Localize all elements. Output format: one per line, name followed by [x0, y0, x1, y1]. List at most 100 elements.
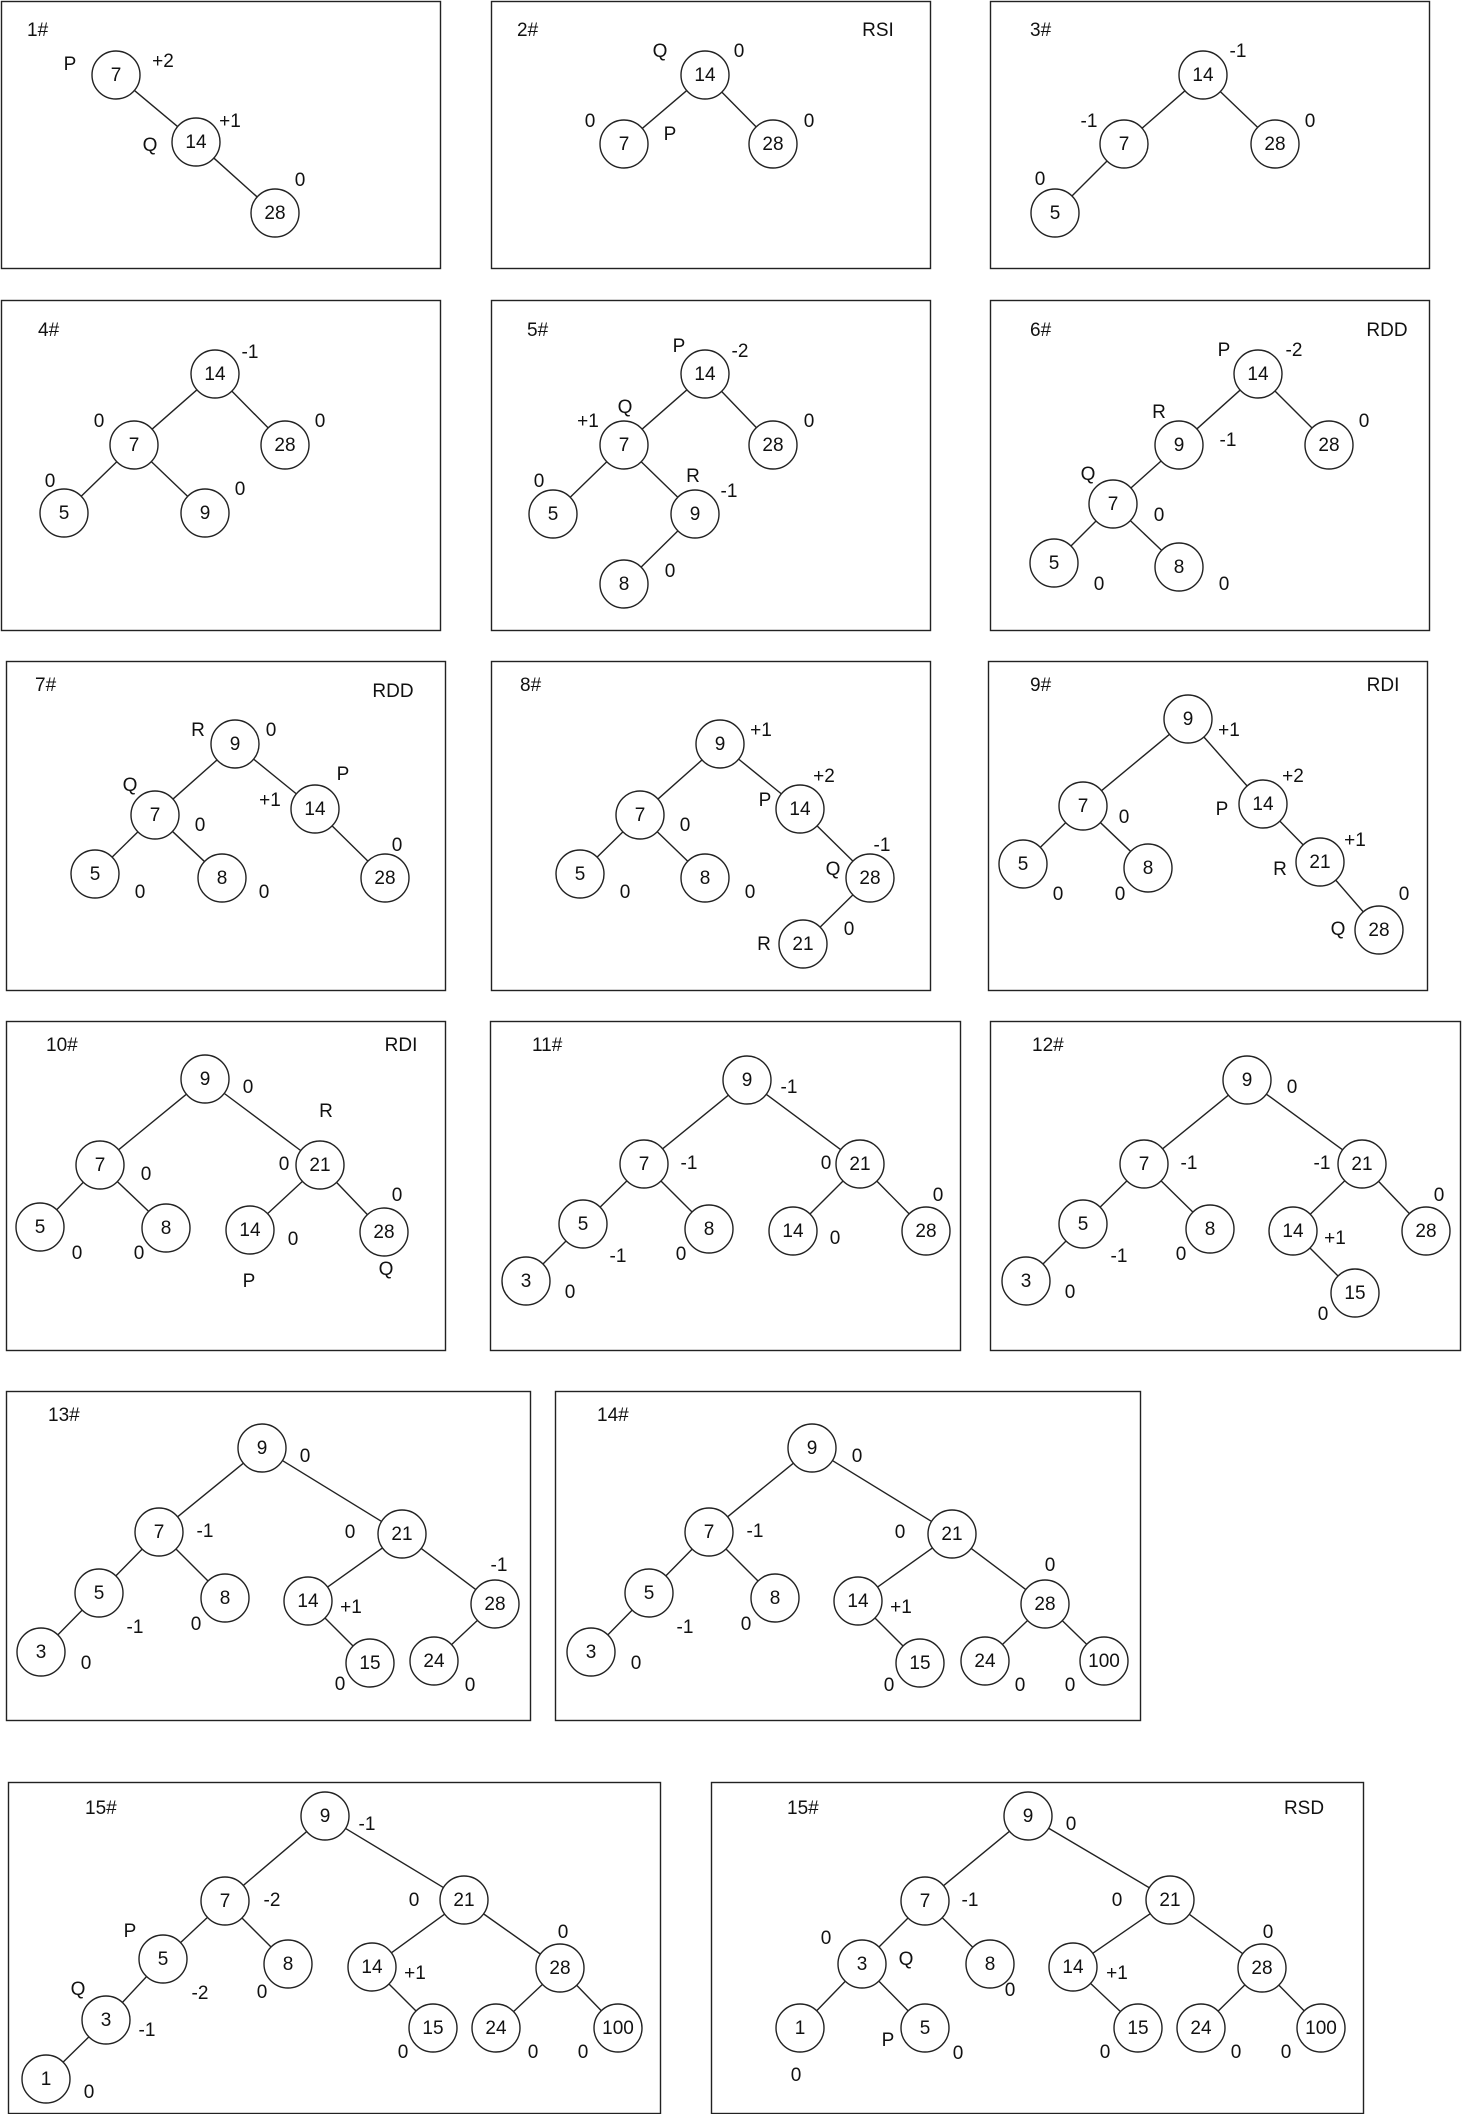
- balance-factor: 0: [680, 815, 691, 836]
- node-key: 7: [619, 435, 630, 456]
- tree-edge: [175, 1548, 209, 1582]
- node-key: 5: [1078, 1214, 1089, 1235]
- balance-factor: 0: [465, 1675, 476, 1696]
- balance-factor: 0: [409, 1890, 420, 1911]
- node-key: 8: [704, 1219, 715, 1240]
- tree-edge: [1265, 1093, 1344, 1151]
- tree-node-3: [1001, 1256, 1051, 1306]
- panel-title: 15#: [85, 1798, 117, 1819]
- tree-edge: [640, 530, 679, 568]
- node-key: 5: [35, 1217, 46, 1238]
- node-key: 3: [1021, 1271, 1032, 1292]
- tree-edge: [121, 1976, 148, 2003]
- node-key: 28: [484, 1594, 505, 1615]
- node-key: 8: [700, 868, 711, 889]
- tree-edge: [725, 1548, 759, 1582]
- pointer-mark: Q: [71, 1979, 86, 2000]
- tree-edge: [1099, 1180, 1128, 1208]
- panel-title: 10#: [46, 1035, 78, 1056]
- panel-title: 4#: [38, 320, 60, 341]
- balance-factor: 0: [895, 1522, 906, 1543]
- tree-edge: [819, 894, 854, 928]
- tree-node-28: [1250, 119, 1300, 169]
- tree-edge: [1101, 733, 1170, 792]
- balance-factor: 0: [1053, 884, 1064, 905]
- node-key: 8: [985, 1954, 996, 1975]
- node-key: 28: [373, 1222, 394, 1243]
- tree-edge: [80, 461, 118, 497]
- pointer-mark: Q: [123, 775, 138, 796]
- balance-factor: 0: [1176, 1244, 1187, 1265]
- node-key: 7: [154, 1522, 165, 1543]
- tree-node-28: [360, 853, 410, 903]
- tree-edge: [878, 1917, 909, 1948]
- balance-factor: 0: [844, 919, 855, 940]
- node-key: 1: [41, 2069, 52, 2090]
- balance-factor: 0: [72, 1243, 83, 1264]
- tree-edge: [420, 1547, 477, 1591]
- node-key: 9: [690, 504, 701, 525]
- node-key: 14: [304, 799, 326, 820]
- pointer-mark: Q: [143, 135, 158, 156]
- tree-node-15: [1330, 1268, 1380, 1318]
- balance-factor: 0: [243, 1077, 254, 1098]
- node-key: 8: [283, 1954, 294, 1975]
- node-key: 7: [1139, 1154, 1150, 1175]
- tree-node-100: [1296, 2003, 1346, 2053]
- tree-node-5: [15, 1202, 65, 1252]
- node-key: 7: [129, 435, 140, 456]
- balance-factor: 0: [398, 2042, 409, 2063]
- tree-edge: [116, 1181, 150, 1212]
- pointer-mark: Q: [379, 1259, 394, 1280]
- tree-node-9: [787, 1423, 837, 1473]
- node-key: 24: [485, 2018, 507, 2039]
- tree-edge: [177, 1462, 244, 1518]
- tree-node-21: [835, 1139, 885, 1189]
- node-key: 15: [909, 1653, 930, 1674]
- node-key: 9: [320, 1806, 331, 1827]
- balance-factor: 0: [1100, 2042, 1111, 2063]
- balance-factor: 0: [195, 815, 206, 836]
- panel-title: 5#: [527, 320, 549, 341]
- tree-node-7: [615, 790, 665, 840]
- pointer-mark: R: [191, 720, 205, 741]
- pointer-mark: P: [664, 124, 677, 145]
- tree-node-28: [845, 853, 895, 903]
- tree-edge: [599, 1180, 628, 1208]
- tree-node-8: [1123, 843, 1173, 893]
- tree-node-5: [558, 1199, 608, 1249]
- tree-edge: [242, 1831, 308, 1886]
- tree-node-8: [200, 1573, 250, 1623]
- tree-edge: [1129, 520, 1163, 551]
- node-key: 1: [795, 2018, 806, 2039]
- tree-node-14: [833, 1576, 883, 1626]
- panel-title: 8#: [520, 675, 542, 696]
- tree-node-5: [900, 2003, 950, 2053]
- tree-edge: [721, 390, 757, 429]
- node-key: 28: [264, 203, 285, 224]
- panel-frame: [490, 299, 932, 632]
- panel-title: 1#: [27, 20, 49, 41]
- node-key: 5: [548, 504, 559, 525]
- balance-factor: 0: [620, 882, 631, 903]
- pointer-mark: Q: [618, 397, 633, 418]
- tree-node-28: [470, 1579, 520, 1629]
- tree-node-1: [21, 2054, 71, 2104]
- tree-node-14: [775, 784, 825, 834]
- balance-factor: 0: [791, 2065, 802, 2086]
- node-key: 5: [1049, 553, 1060, 574]
- tree-edge: [878, 1980, 909, 2012]
- balance-factor: 0: [884, 1675, 895, 1696]
- node-key: 14: [297, 1591, 319, 1612]
- tree-edge: [1217, 1984, 1246, 2012]
- node-key: 28: [915, 1221, 936, 1242]
- balance-factor: 0: [1219, 574, 1230, 595]
- balance-factor: -2: [1286, 340, 1303, 361]
- balance-factor: 0: [676, 1244, 687, 1265]
- tree-edge: [1203, 736, 1248, 787]
- tree-node-21: [1145, 1875, 1195, 1925]
- tree-node-14: [680, 349, 730, 399]
